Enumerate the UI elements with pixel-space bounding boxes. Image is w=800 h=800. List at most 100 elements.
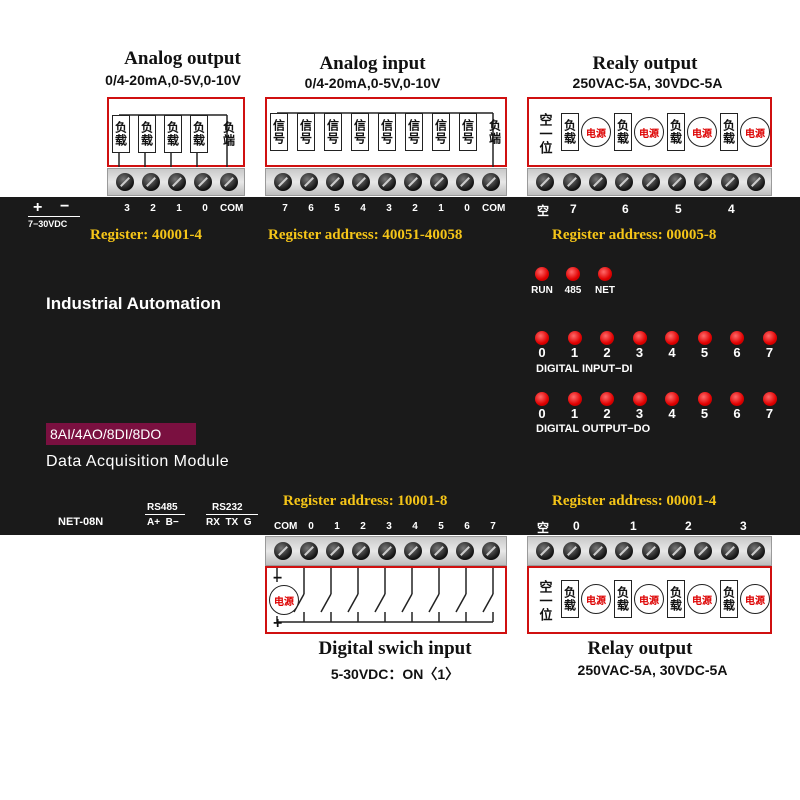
terminal-label: COM: [220, 203, 244, 214]
register-relay-top: Register address: 00005-8: [552, 227, 717, 243]
rs232-label: RS232: [212, 502, 243, 513]
relay-output-top-title: Realy output: [592, 53, 698, 74]
ai-negative-label: 负端: [487, 119, 502, 145]
terminal-label: 3: [386, 521, 392, 532]
model-number: NET-08N: [58, 516, 104, 528]
relay-power-source: 电源: [581, 584, 611, 614]
power-divider: [28, 216, 80, 217]
terminal-screw[interactable]: [378, 173, 396, 191]
terminal-screw[interactable]: [352, 173, 370, 191]
terminal-screw[interactable]: [378, 542, 396, 560]
terminal-screw[interactable]: [404, 542, 422, 560]
led-index-label: 0: [538, 406, 546, 421]
relay-power-source: 电源: [740, 117, 770, 147]
ai-signal-cell: 信号: [432, 113, 450, 151]
terminal-screw[interactable]: [694, 542, 713, 560]
digital-input-switches: [276, 568, 494, 623]
terminal-screw[interactable]: [352, 542, 370, 560]
terminal-screw[interactable]: [615, 542, 634, 560]
terminal-screw[interactable]: [720, 542, 739, 560]
terminal-screw[interactable]: [588, 542, 607, 560]
terminal-label: 4: [360, 203, 366, 214]
terminal-screw[interactable]: [562, 542, 581, 560]
terminal-screw[interactable]: [326, 542, 344, 560]
terminal-screw[interactable]: [116, 173, 134, 191]
terminal-screw[interactable]: [300, 173, 318, 191]
do-label: DIGITAL OUTPUT−DO: [536, 423, 651, 435]
terminal-screw[interactable]: [430, 542, 448, 560]
indicator-led: [535, 331, 549, 345]
relay-output-bottom-wiring: 空一位 负载电源负载电源负载电源负载电源: [527, 566, 772, 634]
relay-bottom-terminal-block: [527, 536, 772, 566]
indicator-led: [697, 392, 712, 406]
relay-load-cell: 负载: [614, 580, 632, 618]
terminal-screw[interactable]: [404, 173, 422, 191]
terminal-label: 0: [308, 521, 314, 532]
relay-load-cell: 负载: [561, 113, 579, 151]
di-plus-label: +: [273, 615, 283, 632]
terminal-screw[interactable]: [667, 542, 686, 560]
terminal-screw[interactable]: [746, 173, 765, 191]
relay-output-top-wiring: 空一位 负载电源负载电源负载电源负载电源: [527, 97, 772, 167]
indicator-led: [730, 392, 744, 406]
relay-load-cell: 负载: [614, 113, 632, 151]
led-index-label: 5: [700, 345, 709, 360]
terminal-screw[interactable]: [588, 173, 607, 191]
ai-terminal-block: [265, 168, 507, 196]
status-led-label: 485: [564, 285, 582, 296]
terminal-label: 0: [202, 203, 208, 214]
terminal-screw[interactable]: [562, 173, 581, 191]
terminal-screw[interactable]: [694, 173, 713, 191]
terminal-screw[interactable]: [615, 173, 634, 191]
relay-top-terminal-label: 空: [537, 204, 550, 218]
led-index-label: 0: [538, 345, 546, 360]
status-led-label: RUN: [531, 285, 553, 296]
analog-output-title: Analog output: [124, 48, 241, 69]
terminal-screw[interactable]: [326, 173, 344, 191]
relay-output-bottom-spec: 250VAC-5A, 30VDC-5A: [577, 662, 728, 678]
terminal-label: 5: [438, 521, 444, 532]
indicator-led: [665, 331, 679, 345]
relay-power-source: 电源: [634, 584, 664, 614]
rs485-pins: A+ B−: [147, 517, 179, 528]
terminal-screw[interactable]: [667, 173, 686, 191]
terminal-screw[interactable]: [274, 173, 292, 191]
terminal-screw[interactable]: [641, 173, 660, 191]
indicator-led: [697, 331, 712, 345]
relay-power-source: 电源: [687, 584, 717, 614]
terminal-screw[interactable]: [194, 173, 212, 191]
terminal-screw[interactable]: [720, 173, 739, 191]
terminal-label: 2: [150, 203, 156, 214]
terminal-screw[interactable]: [220, 173, 238, 191]
relay-load-cell: 负载: [720, 113, 738, 151]
terminal-screw[interactable]: [536, 542, 555, 560]
relay-top-terminal-label: 7: [570, 202, 577, 216]
di-terminal-block: [265, 536, 507, 566]
digital-input-wiring: − 电源 +: [265, 566, 507, 634]
ao-load-cell: 负载: [112, 115, 130, 153]
terminal-screw[interactable]: [456, 173, 474, 191]
terminal-screw[interactable]: [482, 542, 500, 560]
led-index-label: 1: [570, 345, 579, 360]
ai-signal-cell: 信号: [378, 113, 396, 151]
register-ai: Register address: 40051-40058: [268, 227, 463, 243]
terminal-screw[interactable]: [746, 542, 765, 560]
terminal-screw[interactable]: [142, 173, 160, 191]
led-index-label: 3: [635, 406, 644, 421]
terminal-screw[interactable]: [430, 173, 448, 191]
status-led: [566, 267, 580, 281]
terminal-label: 1: [438, 203, 444, 214]
relay-power-source: 电源: [740, 584, 770, 614]
terminal-screw[interactable]: [168, 173, 186, 191]
terminal-screw[interactable]: [482, 173, 500, 191]
relay-bottom-terminal-label: 0: [573, 519, 580, 533]
terminal-screw[interactable]: [641, 542, 660, 560]
terminal-label: 2: [412, 203, 418, 214]
terminal-screw[interactable]: [536, 173, 555, 191]
terminal-screw[interactable]: [456, 542, 474, 560]
di-minus-label: −: [273, 570, 283, 587]
terminal-screw[interactable]: [274, 542, 292, 560]
terminal-screw[interactable]: [300, 542, 318, 560]
register-ao: Register: 40001-4: [90, 227, 203, 243]
digital-input-spec: 5-30VDC：ON〈1〉: [330, 666, 460, 682]
